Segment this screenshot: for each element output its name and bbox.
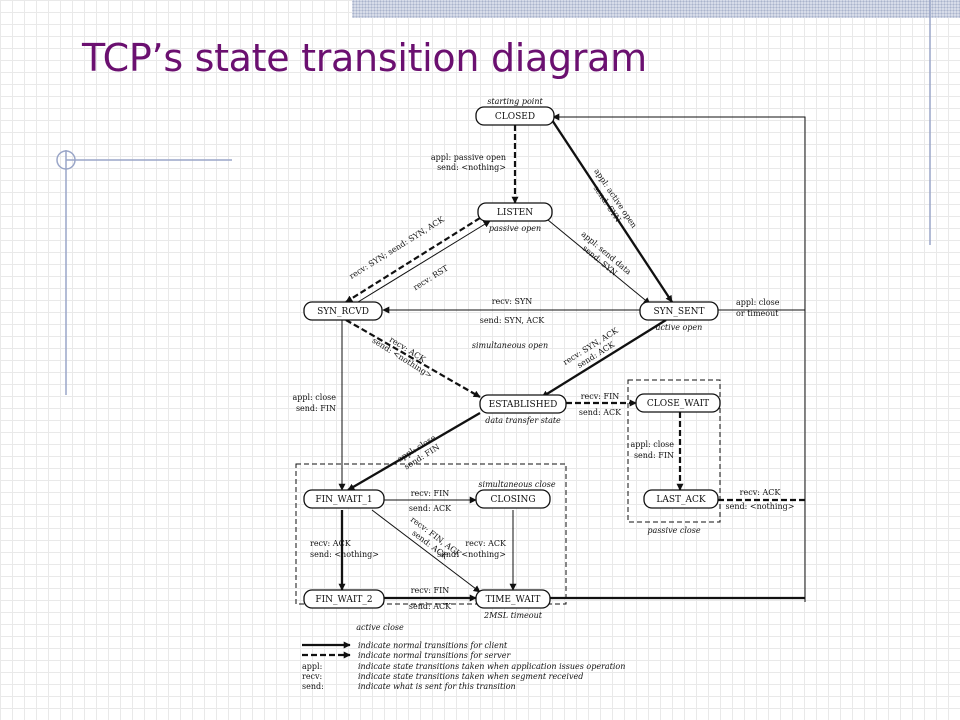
label-closewait-lastack-1: appl: close (630, 440, 674, 449)
state-syn-rcvd-label: SYN_RCVD (317, 307, 369, 317)
label-closed-listen-1: appl: passive open (431, 153, 506, 162)
note-simultaneous-open: simultaneous open (472, 341, 548, 350)
state-time-wait-label: TIME_WAIT (486, 595, 541, 605)
label-synrcvd-established: recv: ACK send: <nothing> (371, 335, 434, 380)
note-starting-point: starting point (487, 97, 543, 106)
label-finwait1-closing-2: send: ACK (409, 504, 452, 513)
edge-listen-synsent (547, 219, 651, 305)
label-synsent-closed-2: or timeout (736, 309, 779, 318)
state-syn-sent: SYN_SENT (639, 301, 719, 321)
legend-send-desc: indicate what is sent for this transitio… (358, 682, 516, 691)
edge-finwait1-timewait (371, 509, 481, 593)
label-synsent-synrcvd-1: recv: SYN (492, 297, 533, 306)
label-synrcvd-listen-1: recv: RST (411, 263, 450, 292)
note-data-transfer-state: data transfer state (485, 416, 561, 425)
label-finwait2-timewait-1: recv: FIN (411, 586, 450, 595)
label-closed-listen-2: send: <nothing> (437, 163, 506, 172)
state-syn-sent-label: SYN_SENT (653, 307, 704, 317)
edge-synrcvd-established (345, 319, 481, 398)
label-synrcvd-finwait1-2: send: FIN (296, 404, 336, 413)
state-established-label: ESTABLISHED (489, 400, 558, 410)
label-finwait1-finwait2-2: send: <nothing> (310, 550, 379, 559)
label-closewait-lastack-2: send: FIN (634, 451, 674, 460)
label-finwait1-finwait2-1: recv: ACK (310, 539, 352, 548)
state-last-ack: LAST_ACK (643, 489, 719, 509)
legend-client-text: indicate normal transitions for client (358, 641, 508, 650)
state-close-wait-label: CLOSE_WAIT (647, 399, 709, 409)
legend-recv-key: recv: (302, 672, 322, 681)
note-active-close: active close (356, 623, 404, 632)
edge-listen-synrcvd (345, 217, 481, 303)
label-est-closewait-1: recv: FIN (581, 392, 620, 401)
accent-circle (56, 150, 76, 170)
state-closing: CLOSING (475, 489, 551, 509)
note-passive-open: passive open (489, 224, 541, 233)
label-finwait2-timewait-2: send: ACK (409, 602, 452, 611)
title-bar-pattern (352, 0, 960, 18)
state-syn-rcvd: SYN_RCVD (303, 301, 383, 321)
state-fin-wait-2-label: FIN_WAIT_2 (315, 595, 372, 605)
legend-recv-desc: indicate state transitions taken when se… (358, 672, 583, 681)
label-lastack-closed-2: send: <nothing> (726, 502, 795, 511)
label-finwait1-timewait: recv: FIN, ACK send: ACK (409, 515, 464, 562)
passive-close-box (627, 379, 721, 523)
state-listen-label: LISTEN (497, 208, 533, 218)
note-2msl-timeout: 2MSL timeout (483, 611, 543, 620)
legend-appl-desc: indicate state transitions taken when ap… (358, 662, 625, 671)
label-established-finwait1: appl: close send: FIN (396, 433, 442, 471)
note-active-open: active open (656, 323, 703, 332)
label-closing-timewait-2: send: <nothing> (437, 550, 506, 559)
label-lastack-closed-1: recv: ACK (740, 488, 782, 497)
label-synsent-synrcvd-2: send: SYN, ACK (480, 316, 546, 325)
label-synsent-closed-1: appl: close (736, 298, 780, 307)
edge-loop-to-closed (552, 113, 806, 602)
legend-appl-key: appl: (302, 662, 322, 671)
label-closing-timewait-1: recv: ACK (465, 539, 507, 548)
state-closed: CLOSED (475, 106, 555, 126)
state-close-wait: CLOSE_WAIT (635, 393, 721, 413)
edge-closed-synsent (551, 119, 673, 303)
slide-title: TCP’s state transition diagram (82, 36, 647, 80)
state-closed-label: CLOSED (495, 112, 535, 122)
label-est-closewait-2: send: ACK (579, 408, 622, 417)
state-fin-wait-1-label: FIN_WAIT_1 (315, 495, 372, 505)
state-fin-wait-2: FIN_WAIT_2 (303, 589, 385, 609)
edge-synsent-established (541, 319, 667, 398)
label-synrcvd-listen: recv: RST (411, 263, 450, 292)
state-fin-wait-1: FIN_WAIT_1 (303, 489, 385, 509)
state-last-ack-label: LAST_ACK (656, 495, 706, 505)
label-closed-synsent: appl: active open send: SYN (592, 167, 639, 230)
state-established: ESTABLISHED (479, 394, 567, 414)
label-finwait1-closing-1: recv: FIN (411, 489, 450, 498)
state-time-wait: TIME_WAIT (475, 589, 551, 609)
label-listen-synsent: appl: send data send: SYN (579, 230, 633, 278)
tcp-state-diagram: CLOSED LISTEN SYN_RCVD SYN_SENT ESTABLIS… (292, 97, 806, 691)
note-simultaneous-close: simultaneous close (478, 480, 555, 489)
label-synrcvd-finwait1-1: appl: close (292, 393, 336, 402)
state-listen: LISTEN (477, 202, 553, 222)
edge-established-finwait1 (347, 412, 481, 491)
state-closing-label: CLOSING (490, 495, 535, 505)
legend-server-text: indicate normal transitions for server (358, 651, 511, 660)
edge-synrcvd-listen (357, 220, 491, 303)
active-close-box (295, 463, 567, 605)
legend: indicate normal transitions for client i… (302, 641, 625, 691)
legend-send-key: send: (302, 682, 324, 691)
note-passive-close: passive close (647, 526, 700, 535)
